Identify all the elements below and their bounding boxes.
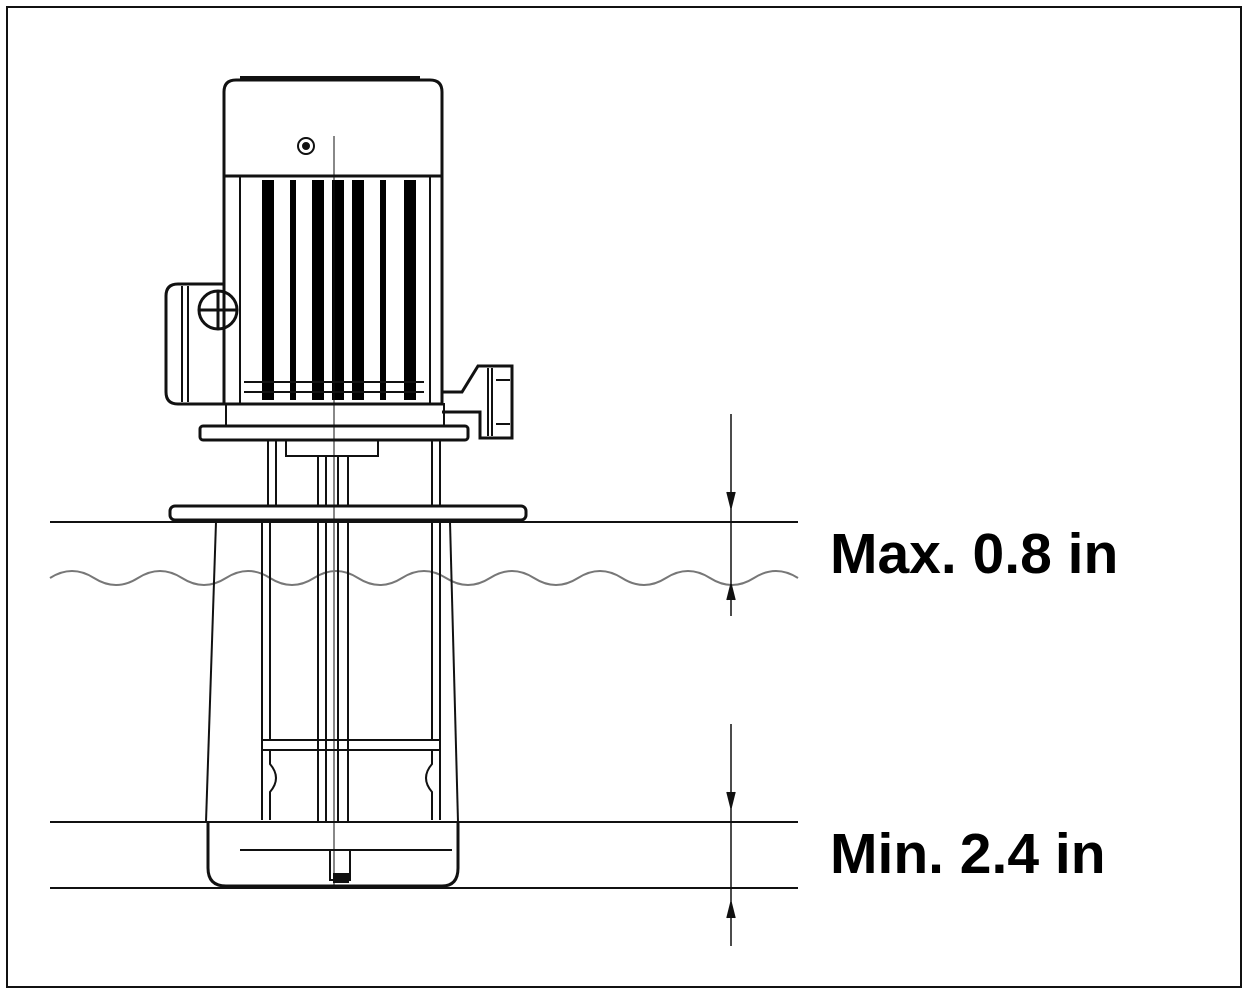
max-dimension-marker [726, 414, 736, 616]
mounting-plate [168, 504, 528, 522]
min-dimension-marker [726, 724, 736, 946]
diagram-frame [6, 6, 1242, 988]
motor-fins [222, 174, 444, 406]
motor-housing [222, 76, 444, 178]
motor-bolt-icon [297, 137, 315, 155]
min-depth-label: Min. 2.4 in [830, 822, 1106, 886]
outlet-fitting [442, 364, 514, 440]
immersed-pump-body [205, 520, 460, 888]
liquid-surface-wave [49, 570, 799, 586]
terminal-box [164, 282, 239, 406]
max-depth-label: Max. 0.8 in [830, 522, 1119, 586]
pump-shaft [267, 136, 441, 885]
